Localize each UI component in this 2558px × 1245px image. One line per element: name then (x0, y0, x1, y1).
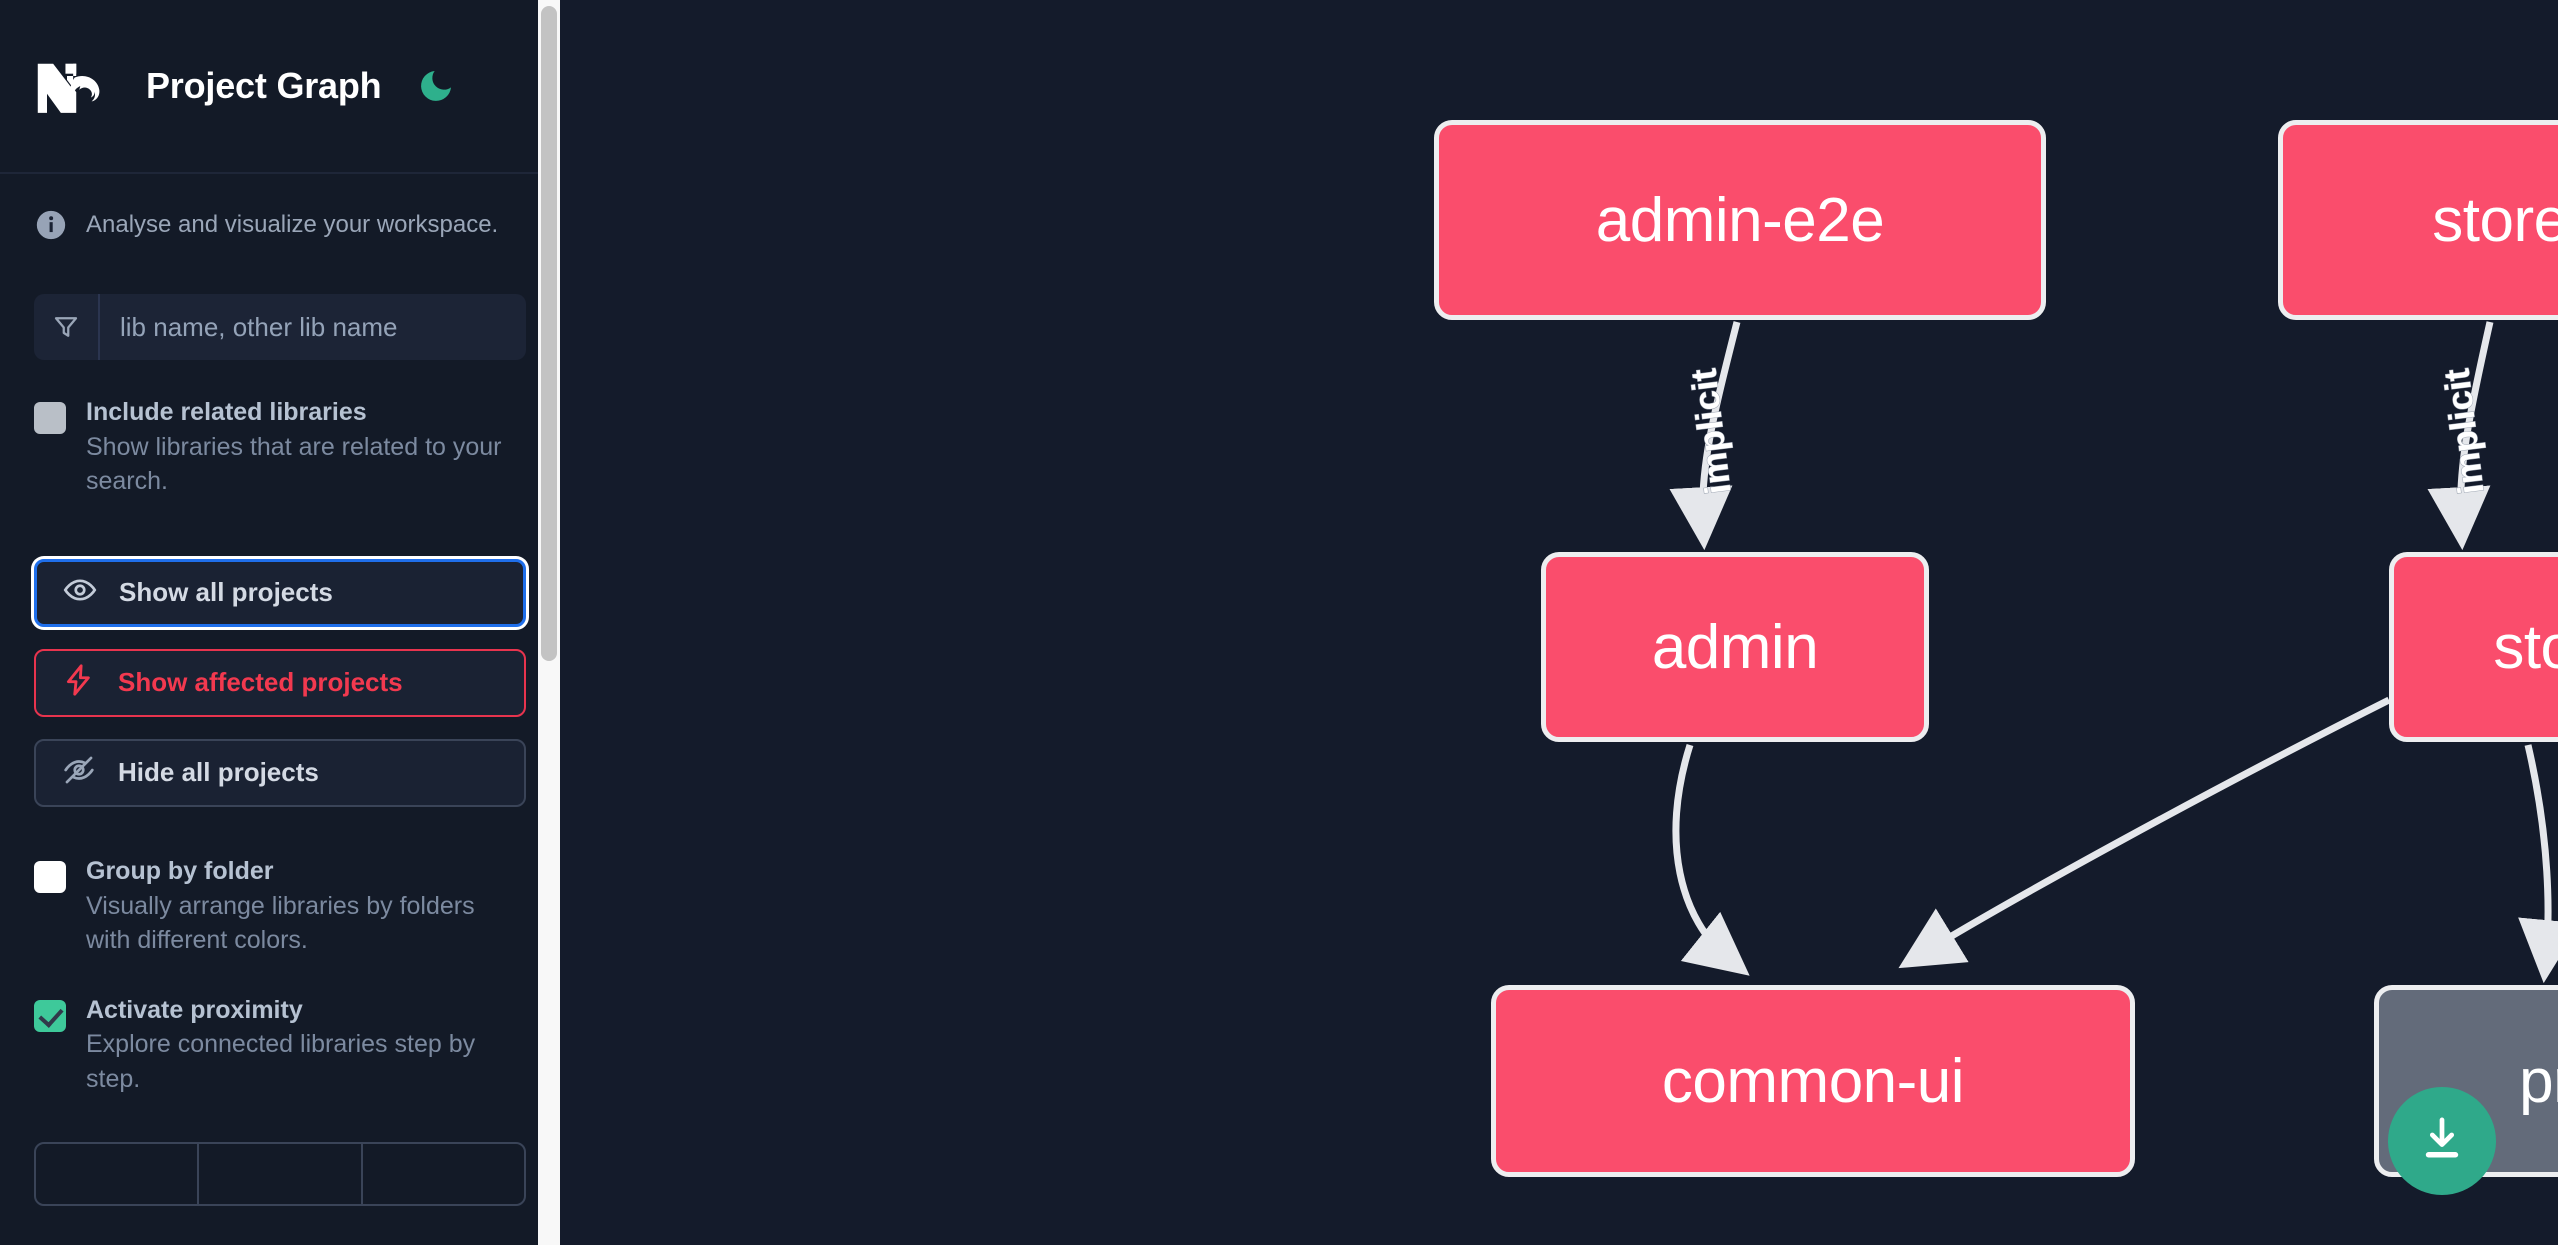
graph-node-admin[interactable]: admin (1541, 552, 1929, 742)
checkbox-box[interactable] (34, 999, 66, 1032)
sidebar-body: Analyse and visualize your workspace. In… (0, 208, 560, 1207)
nx-logo-icon (34, 56, 120, 116)
node-label: common-ui (1661, 1046, 1965, 1116)
edge-store-to-products (2518, 744, 2558, 984)
node-label: admin (1651, 612, 1819, 682)
node-label: store (2493, 612, 2558, 682)
search-field[interactable] (34, 294, 526, 360)
info-banner: Analyse and visualize your workspace. (34, 208, 526, 242)
graph-node-store[interactable]: store (2389, 552, 2558, 742)
show-affected-projects-label: Show affected projects (118, 667, 403, 698)
checkbox-label: Activate proximity (86, 995, 303, 1024)
sidebar-scrollbar[interactable] (538, 0, 560, 1245)
download-graph-button[interactable] (2388, 1087, 2496, 1195)
graph-canvas[interactable]: implicit implicit admin-e2e store-e2e ad… (560, 0, 2558, 1245)
checkbox-group-by-folder[interactable]: Group by folder Visually arrange librari… (34, 857, 526, 958)
edge-admin-e2e-to-admin (1669, 321, 1741, 551)
eye-off-icon (62, 753, 96, 792)
download-icon (2415, 1112, 2469, 1171)
info-text: Analyse and visualize your workspace. (86, 211, 499, 238)
checkbox-description: Explore connected libraries step by step… (86, 1030, 476, 1093)
node-label: admin-e2e (1595, 185, 1885, 255)
moon-icon[interactable] (413, 63, 459, 109)
sidebar-header: Project Graph (0, 0, 560, 174)
checkbox-box[interactable] (34, 402, 66, 434)
segment-2[interactable] (199, 1144, 363, 1205)
sidebar: Project Graph Analyse and visualize your… (0, 0, 560, 1245)
segment-3[interactable] (363, 1144, 524, 1204)
checkbox-description: Show libraries that are related to your … (86, 432, 502, 496)
filter-funnel-icon (34, 294, 100, 360)
edge-label-implicit-store: implicit (2436, 366, 2492, 496)
checkbox-label: Include related libraries (86, 398, 367, 426)
node-label: store-e2e (2432, 185, 2558, 255)
hide-all-projects-label: Hide all projects (118, 757, 319, 788)
show-affected-projects-button[interactable]: Show affected projects (34, 648, 526, 717)
sidebar-scrollbar-thumb[interactable] (541, 6, 557, 661)
checkbox-description: Visually arrange libraries by folders wi… (86, 891, 475, 955)
eye-icon (63, 573, 97, 612)
checkbox-activate-proximity[interactable]: Activate proximity Explore connected lib… (34, 996, 526, 1097)
hide-all-projects-button[interactable]: Hide all projects (34, 738, 526, 807)
graph-node-admin-e2e[interactable]: admin-e2e (1434, 120, 2046, 320)
edge-admin-to-common-ui (1672, 743, 1750, 976)
graph-edges: implicit implicit (1669, 321, 2558, 984)
edge-store-e2e-to-store (2427, 321, 2494, 551)
proximity-segmented-control[interactable] (34, 1142, 526, 1207)
edge-label-implicit-admin: implicit (1683, 366, 1739, 496)
graph-node-common-ui[interactable]: common-ui (1491, 985, 2135, 1177)
graph-node-store-e2e[interactable]: store-e2e (2278, 120, 2558, 320)
checkbox-box[interactable] (34, 860, 66, 893)
edge-store-to-common-ui (1898, 696, 2391, 969)
checkbox-label: Group by folder (86, 856, 274, 885)
info-circle-icon (34, 208, 68, 242)
checkbox-include-related-libraries[interactable]: Include related libraries Show libraries… (34, 398, 526, 499)
show-all-projects-label: Show all projects (119, 577, 333, 608)
search-input[interactable] (100, 294, 526, 360)
node-label: products (2519, 1046, 2558, 1116)
page-title: Project Graph (146, 65, 382, 106)
show-all-projects-button[interactable]: Show all projects (34, 558, 526, 627)
lightning-bolt-icon (62, 663, 96, 702)
segment-1[interactable] (36, 1144, 200, 1205)
